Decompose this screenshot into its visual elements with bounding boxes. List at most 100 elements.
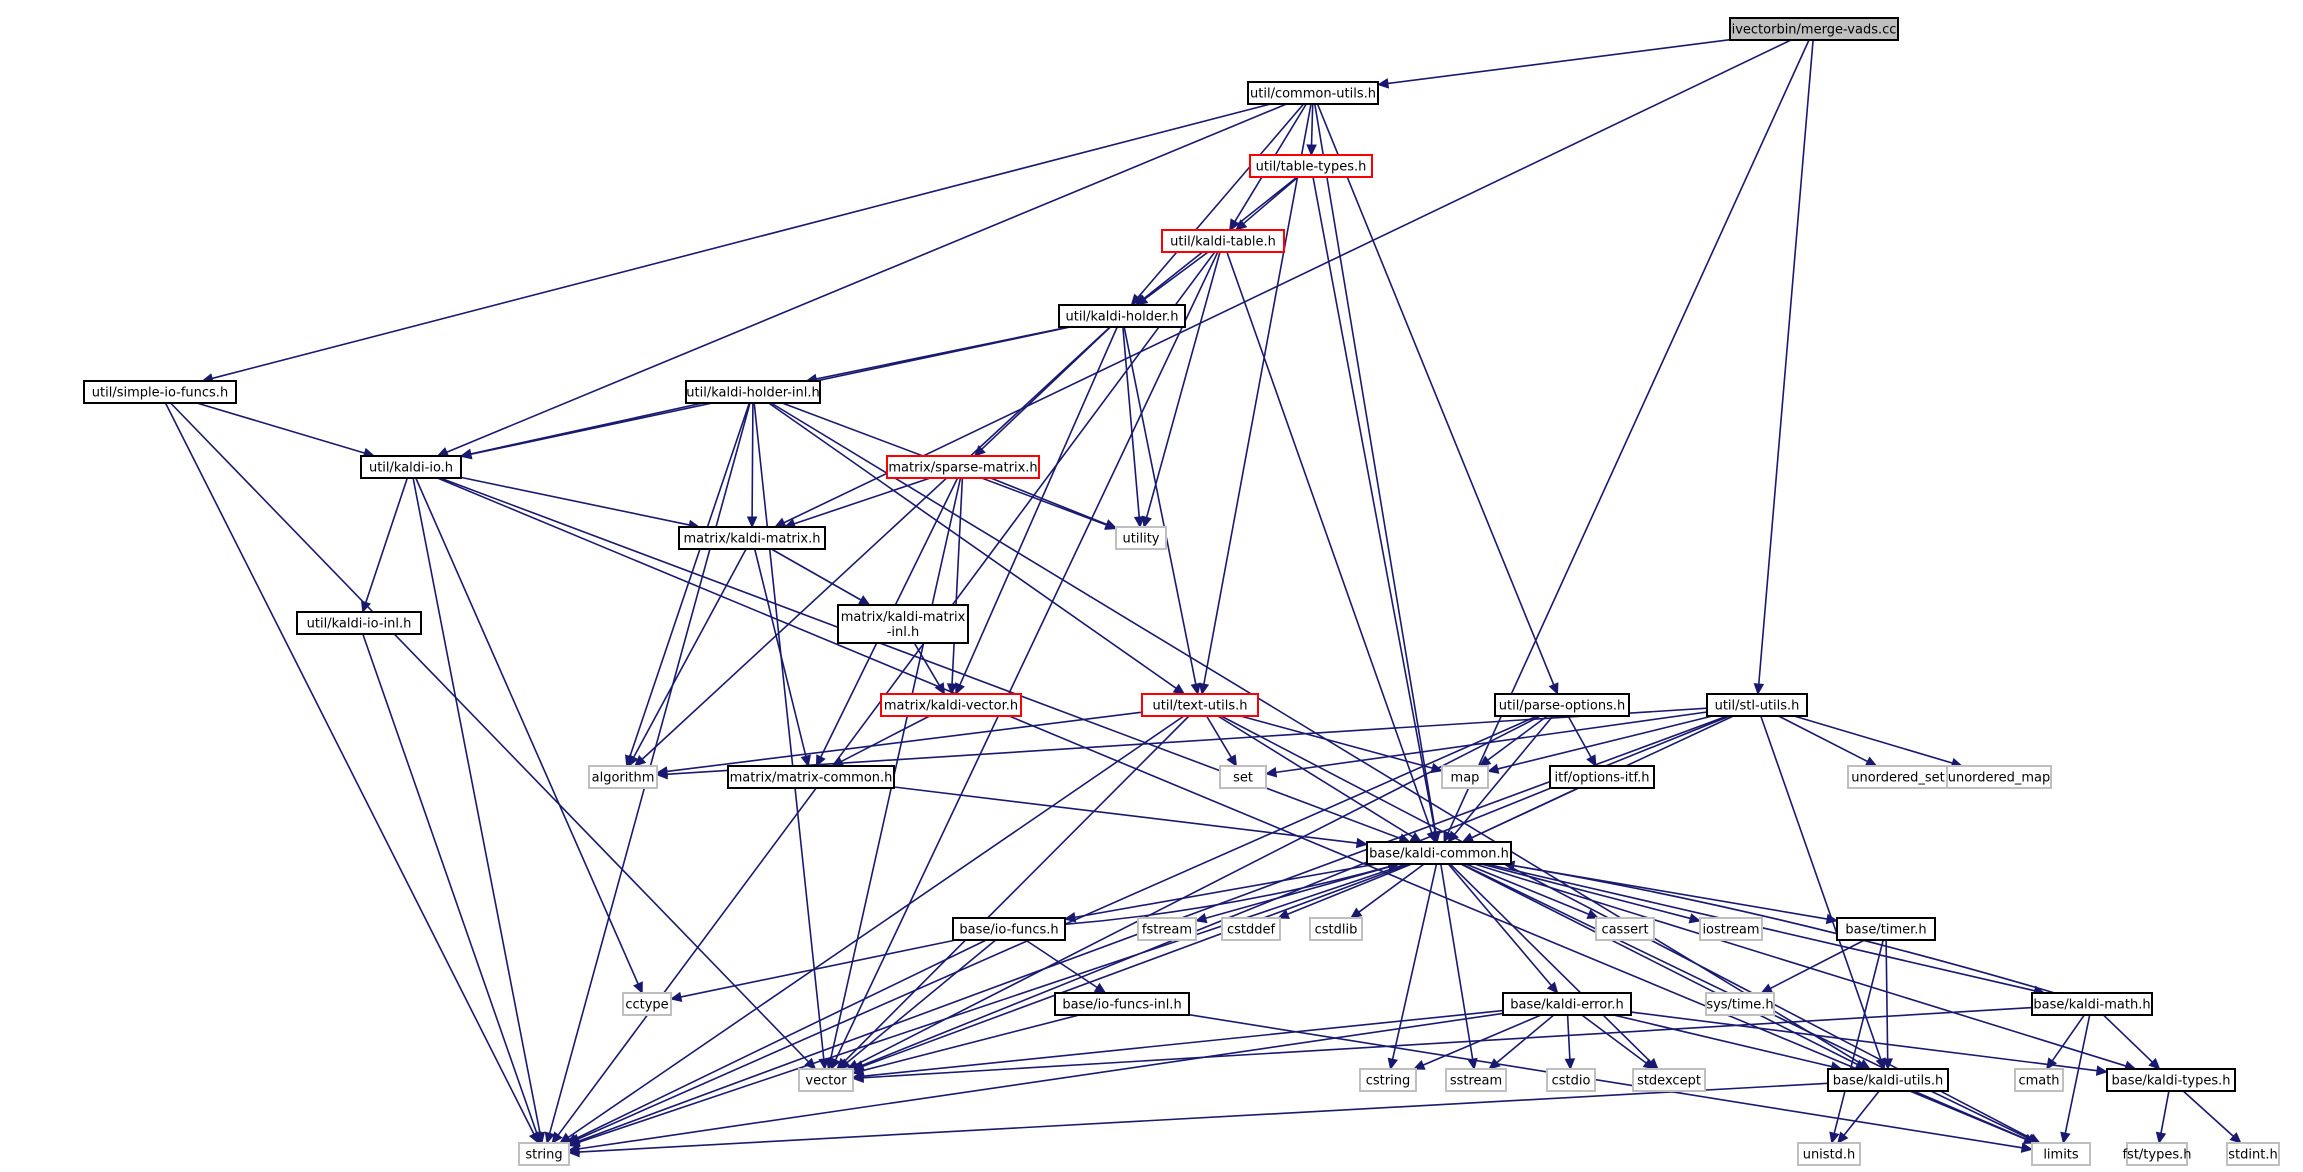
node-holder[interactable]: util/kaldi-holder.h [1058,304,1186,328]
node-kalditable[interactable]: util/kaldi-table.h [1161,229,1285,253]
node-box[interactable] [360,455,462,479]
node-vector[interactable]: vector [798,1068,854,1092]
node-cstdlib[interactable]: cstdlib [1309,917,1363,941]
node-box[interactable] [1549,765,1655,789]
node-box[interactable] [1797,1142,1861,1166]
node-utility[interactable]: utility [1115,526,1167,550]
node-set[interactable]: set [1219,765,1267,789]
node-kerror[interactable]: base/kaldi-error.h [1502,992,1632,1016]
node-iofuncsinl[interactable]: base/io-funcs-inl.h [1054,992,1190,1016]
node-box[interactable] [2031,992,2153,1016]
node-fsttypes[interactable]: fst/types.h [2122,1142,2192,1166]
node-box[interactable] [1595,917,1655,941]
node-box[interactable] [1699,917,1763,941]
node-cstring[interactable]: cstring [1359,1068,1417,1092]
node-box[interactable] [622,992,672,1016]
node-box[interactable] [1137,917,1197,941]
node-box[interactable] [1445,1068,1507,1092]
node-box[interactable] [2014,1068,2064,1092]
node-box[interactable] [1366,841,1512,865]
node-root[interactable]: ivectorbin/merge-vads.cc [1729,17,1899,41]
node-box[interactable] [1494,693,1630,717]
node-timer[interactable]: base/timer.h [1836,917,1936,941]
node-unset[interactable]: unordered_set [1847,765,1949,789]
node-box[interactable] [1836,917,1936,941]
node-simpleio[interactable]: util/simple-io-funcs.h [83,380,237,404]
node-sparse[interactable]: matrix/sparse-matrix.h [886,455,1040,479]
node-box[interactable] [1054,992,1190,1016]
node-algorithm[interactable]: algorithm [588,765,658,789]
node-box[interactable] [685,380,821,404]
node-ktypes[interactable]: base/kaldi-types.h [2106,1068,2236,1092]
node-box[interactable] [1359,1068,1417,1092]
node-box[interactable] [886,455,1040,479]
node-parseopt[interactable]: util/parse-options.h [1494,693,1630,717]
node-kmatinl[interactable]: matrix/kaldi-matrix-inl.h [837,604,969,644]
node-box[interactable] [588,765,658,789]
node-textutils[interactable]: util/text-utils.h [1141,693,1259,717]
node-cctype[interactable]: cctype [622,992,672,1016]
node-box[interactable] [83,380,237,404]
node-systime[interactable]: sys/time.h [1705,992,1775,1016]
node-mcommon[interactable]: matrix/matrix-common.h [727,765,895,789]
node-iofuncs[interactable]: base/io-funcs.h [952,917,1066,941]
node-box[interactable] [1058,304,1186,328]
node-box[interactable] [1249,154,1373,178]
node-kmatrix[interactable]: matrix/kaldi-matrix.h [678,526,826,550]
node-box[interactable] [1309,917,1363,941]
node-box[interactable] [1441,765,1489,789]
node-box[interactable] [1161,229,1285,253]
node-cassert[interactable]: cassert [1595,917,1655,941]
edge-arrowhead [1447,830,1459,843]
node-box[interactable] [952,917,1066,941]
node-box[interactable] [1705,992,1775,1016]
node-box[interactable] [518,1142,570,1166]
node-limits[interactable]: limits [2031,1142,2091,1166]
node-box[interactable] [1115,526,1167,550]
node-box[interactable] [1141,693,1259,717]
node-box[interactable] [678,526,826,550]
node-box[interactable] [1946,765,2052,789]
node-box[interactable] [1632,1068,1706,1092]
node-box[interactable] [2126,1142,2188,1166]
node-common[interactable]: util/common-utils.h [1247,81,1379,105]
node-iostream[interactable]: iostream [1699,917,1763,941]
node-stdexcept[interactable]: stdexcept [1632,1068,1706,1092]
node-kvector[interactable]: matrix/kaldi-vector.h [880,693,1022,717]
node-unmap[interactable]: unordered_map [1946,765,2052,789]
node-box[interactable] [1502,992,1632,1016]
node-string[interactable]: string [518,1142,570,1166]
node-cstddef[interactable]: cstddef [1221,917,1281,941]
node-optitf[interactable]: itf/options-itf.h [1549,765,1655,789]
node-fstream[interactable]: fstream [1137,917,1197,941]
node-holderinl[interactable]: util/kaldi-holder-inl.h [685,380,821,404]
node-box[interactable] [296,611,422,635]
node-box[interactable] [1221,917,1281,941]
node-box[interactable] [798,1068,854,1092]
node-stdint[interactable]: stdint.h [2226,1142,2280,1166]
node-kaldiio[interactable]: util/kaldi-io.h [360,455,462,479]
node-kioinl[interactable]: util/kaldi-io-inl.h [296,611,422,635]
node-box[interactable] [1729,17,1899,41]
node-cstdio[interactable]: cstdio [1546,1068,1596,1092]
node-box[interactable] [1247,81,1379,105]
node-tabletypes[interactable]: util/table-types.h [1249,154,1373,178]
node-box[interactable] [2031,1142,2091,1166]
node-kcommon[interactable]: base/kaldi-common.h [1366,841,1512,865]
node-box[interactable] [880,693,1022,717]
node-kmath[interactable]: base/kaldi-math.h [2031,992,2153,1016]
node-box[interactable] [1827,1068,1949,1092]
node-box[interactable] [727,765,895,789]
node-map[interactable]: map [1441,765,1489,789]
node-cmath[interactable]: cmath [2014,1068,2064,1092]
node-kutils[interactable]: base/kaldi-utils.h [1827,1068,1949,1092]
node-box[interactable] [1546,1068,1596,1092]
node-box[interactable] [2106,1068,2236,1092]
node-sstream[interactable]: sstream [1445,1068,1507,1092]
node-box[interactable] [2226,1142,2280,1166]
node-stlutils[interactable]: util/stl-utils.h [1706,693,1808,717]
node-box[interactable] [1219,765,1267,789]
node-unistd[interactable]: unistd.h [1797,1142,1861,1166]
node-box[interactable] [1706,693,1808,717]
node-box[interactable] [837,604,969,644]
